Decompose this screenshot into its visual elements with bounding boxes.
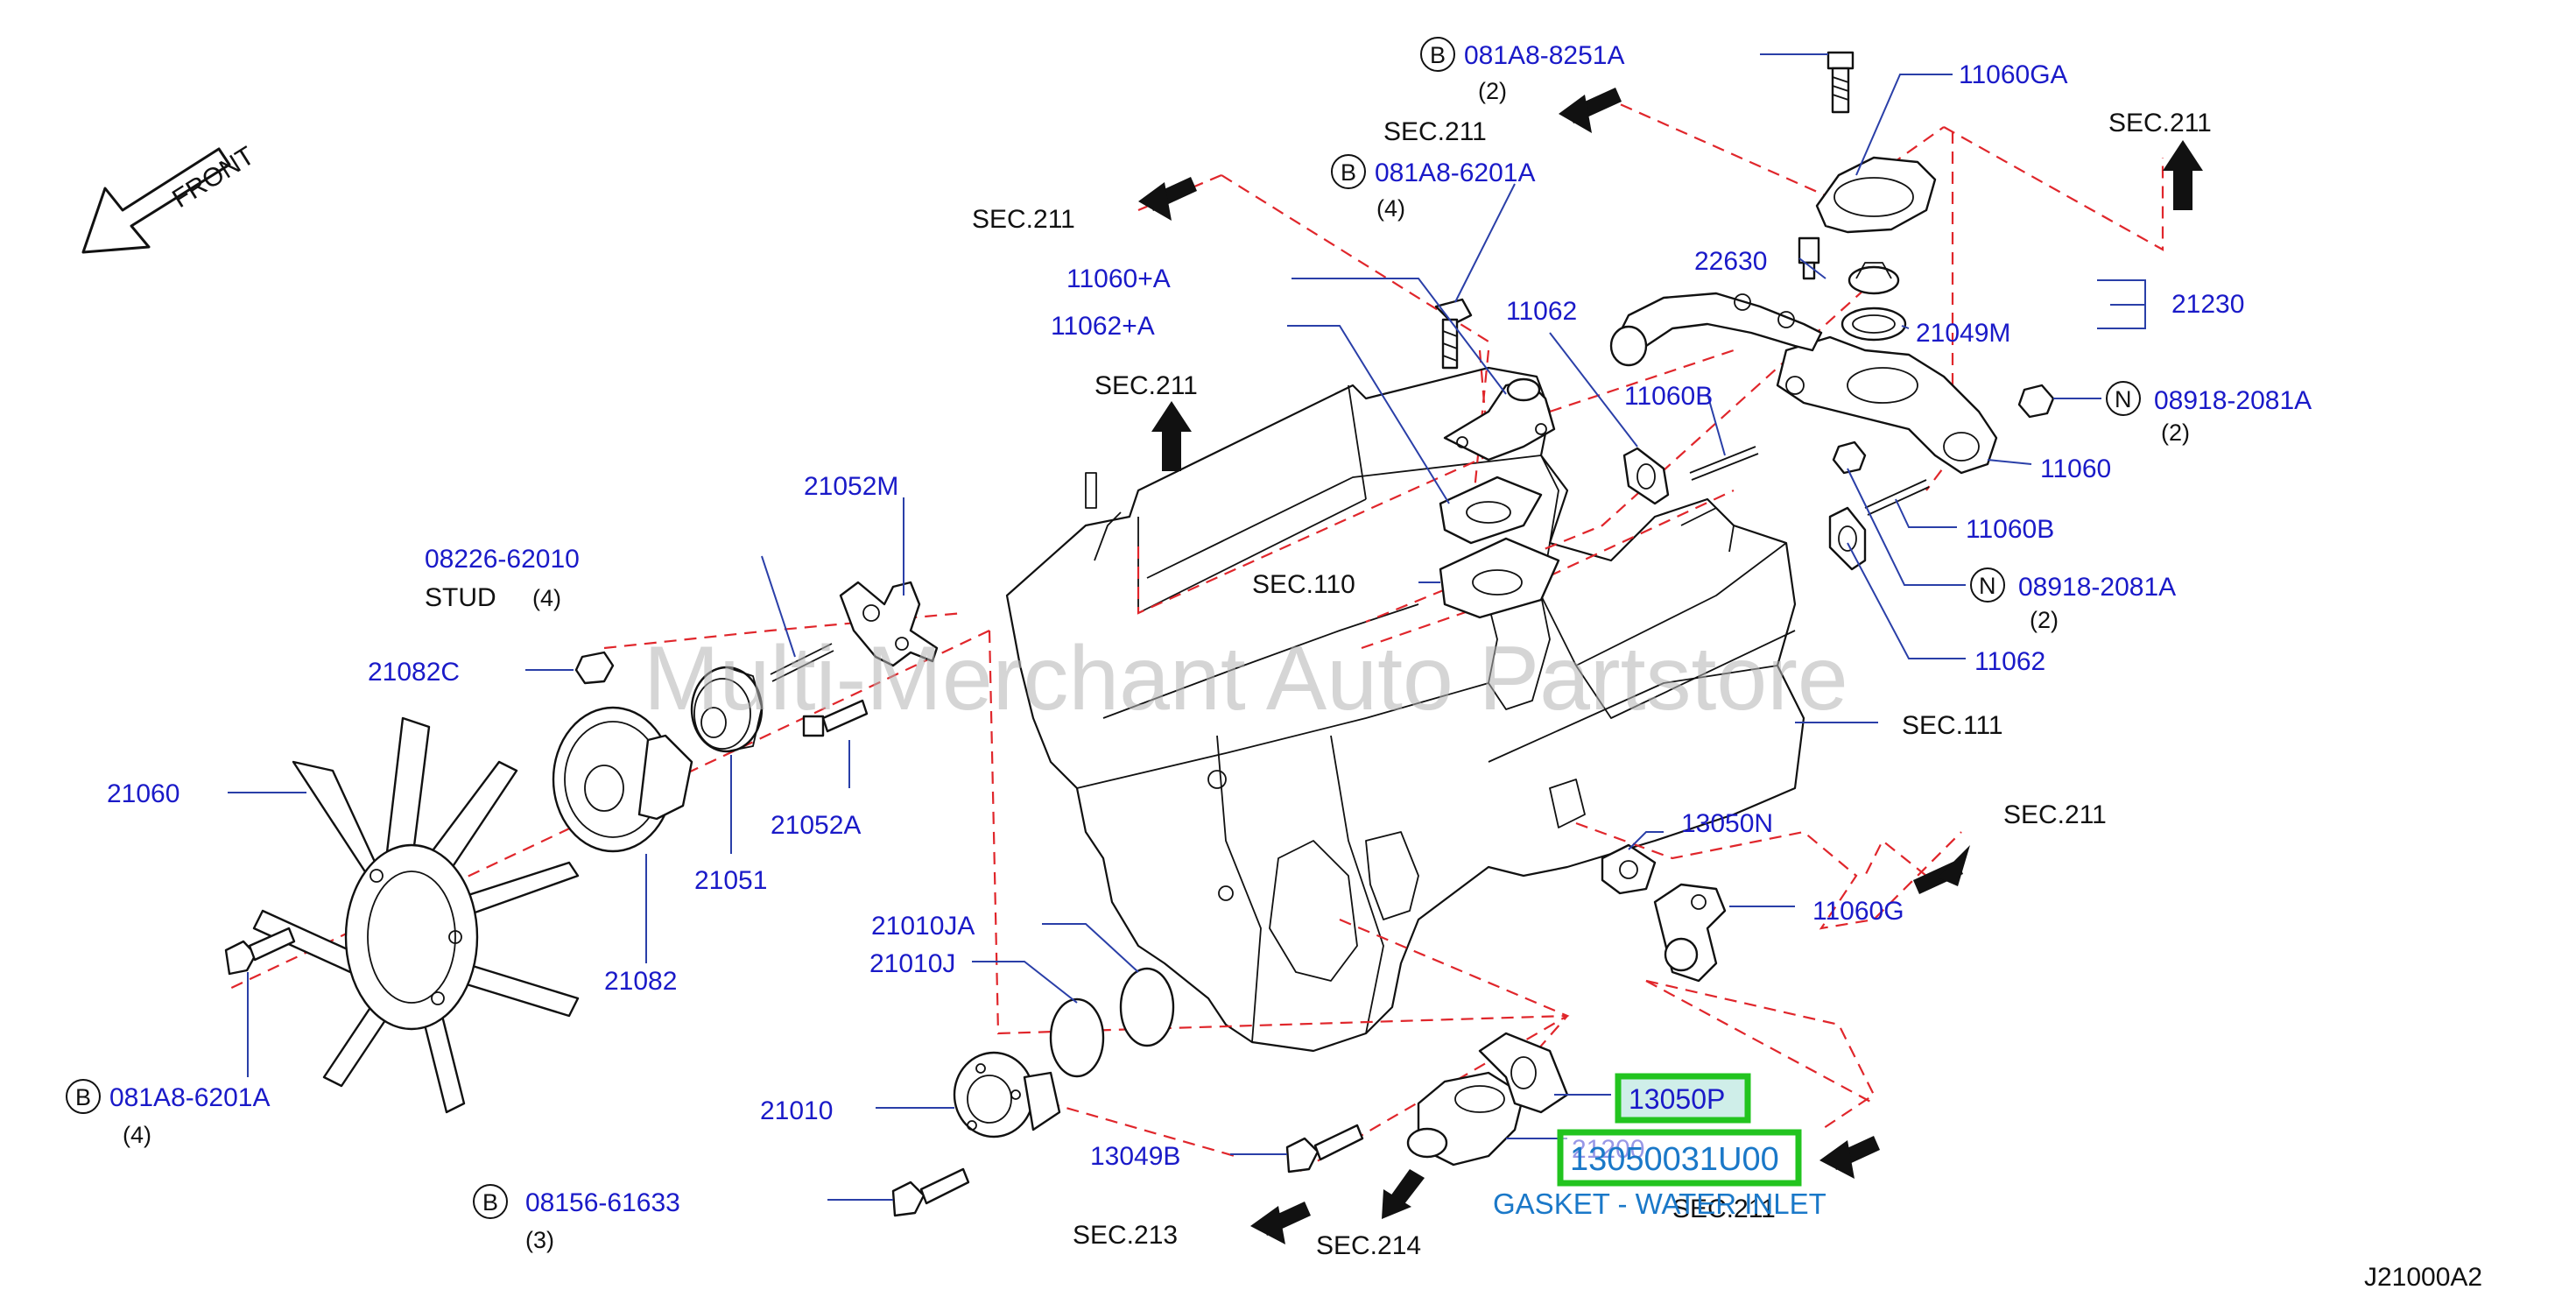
bolt-badge-b4: B — [473, 1184, 508, 1219]
thermostat-housing-group — [1609, 51, 2055, 571]
part-label[interactable]: 11060 — [2040, 455, 2111, 483]
part-label[interactable]: 21082 — [604, 967, 677, 996]
svg-text:B: B — [75, 1084, 91, 1110]
part-label[interactable]: 08226-62010 — [425, 545, 580, 574]
part-label[interactable]: 11062 — [1974, 647, 2045, 676]
stud-label: STUD — [425, 583, 496, 612]
section-labels: SEC.211 SEC.211 SEC.211 SEC.211 SEC.110 … — [972, 109, 2212, 1260]
part-label[interactable]: 11062 — [1506, 297, 1577, 326]
part-label[interactable]: 11060B — [1624, 382, 1713, 411]
part-label[interactable]: 081A8-6201A — [1375, 159, 1536, 187]
nut-badge-n2: N — [1970, 567, 2005, 603]
arrow-sec211-bottom — [1819, 1136, 1880, 1179]
highlight-description: GASKET - WATER INLET — [1493, 1188, 1826, 1220]
arrow-sec211-right-up — [2163, 140, 2203, 210]
qty-label: (4) — [123, 1122, 151, 1148]
svg-text:N: N — [1979, 573, 1996, 599]
highlight-box-13050031U00[interactable] — [1557, 1129, 1802, 1187]
leader-lines — [228, 53, 2146, 1201]
qty-label: (2) — [2161, 419, 2190, 446]
qty-label: (2) — [2030, 607, 2059, 633]
section-label[interactable]: SEC.213 — [1073, 1221, 1178, 1250]
part-label[interactable]: 11060B — [1966, 515, 2054, 544]
part-label[interactable]: 081A8-6201A — [109, 1083, 271, 1112]
highlight-part-13050P[interactable]: 13050P — [1629, 1083, 1725, 1115]
engine-block — [1005, 366, 1805, 1053]
section-label[interactable]: SEC.211 — [2003, 800, 2107, 829]
arrow-sec211-right — [1913, 845, 1970, 894]
part-label[interactable]: 21010JA — [871, 912, 975, 941]
section-label[interactable]: SEC.110 — [1252, 570, 1355, 599]
section-label[interactable]: SEC.211 — [1383, 117, 1487, 146]
section-arrows — [1138, 88, 2203, 1244]
arrow-sec214 — [1382, 1169, 1425, 1219]
arrow-sec211-mid — [1151, 401, 1192, 471]
bolt-badge-b3: B — [66, 1079, 101, 1114]
section-label[interactable]: SEC.211 — [2108, 109, 2212, 137]
highlight-box-13050P[interactable] — [1615, 1073, 1751, 1124]
part-label[interactable]: 13049B — [1090, 1142, 1180, 1171]
nut-badge-n1: N — [2106, 381, 2141, 416]
part-label[interactable]: 21082C — [368, 658, 460, 687]
part-label[interactable]: 21010 — [760, 1096, 833, 1125]
part-label[interactable]: 21051 — [694, 866, 767, 895]
arrow-sec213 — [1250, 1202, 1311, 1244]
part-label[interactable]: 21230 — [2171, 290, 2244, 319]
part-label[interactable]: 08156-61633 — [525, 1188, 680, 1217]
front-direction-indicator: FRONT — [81, 141, 259, 254]
part-label[interactable]: 21010J — [869, 949, 955, 978]
section-label[interactable]: SEC.111 — [1902, 711, 2003, 740]
part-label[interactable]: 11060G — [1812, 897, 1904, 926]
svg-text:N: N — [2115, 386, 2132, 412]
svg-text:B: B — [1430, 42, 1446, 68]
part-label[interactable]: 08918-2081A — [2154, 386, 2312, 415]
water-pump-lower-group — [891, 843, 1727, 1217]
svg-text:B: B — [482, 1189, 498, 1216]
water-inlet-upper-group — [1434, 298, 1560, 619]
part-label[interactable]: 21052A — [771, 811, 861, 840]
highlighted-part: 13050P 13050031U00 GASKET - WATER INLET — [1493, 1073, 1826, 1220]
svg-text:B: B — [1341, 159, 1356, 186]
section-label[interactable]: SEC.214 — [1316, 1231, 1421, 1260]
part-label[interactable]: 081A8-8251A — [1464, 41, 1625, 70]
part-labels: 081A8-8251A (2) 081A8-6201A (4) 11060GA … — [107, 41, 2312, 1253]
callout-badges: B B N N B B — [66, 37, 2141, 1219]
part-label[interactable]: 22630 — [1694, 247, 1767, 276]
qty-label: (2) — [1478, 78, 1507, 104]
bolt-badge-b1: B — [1420, 37, 1455, 72]
bolt-badge-b2: B — [1331, 154, 1366, 189]
arrow-sec211-left — [1138, 177, 1197, 221]
highlight-part-13050031U00[interactable]: 13050031U00 — [1570, 1141, 1779, 1178]
part-label[interactable]: 11060+A — [1066, 264, 1171, 293]
qty-label: (3) — [525, 1227, 554, 1253]
watermark: Multi-Merchant Auto Partstore — [644, 628, 1848, 730]
section-label[interactable]: SEC.211 — [1094, 371, 1198, 400]
fan-assembly — [224, 581, 939, 1114]
qty-label: (4) — [1376, 195, 1405, 222]
part-label[interactable]: 21060 — [107, 779, 179, 808]
part-label[interactable]: 11060GA — [1959, 60, 2068, 89]
section-label[interactable]: SEC.211 — [1672, 1195, 1776, 1223]
arrow-sec211-top — [1559, 88, 1622, 133]
part-label[interactable]: 21049M — [1916, 319, 2010, 348]
part-label[interactable]: 21052M — [804, 472, 898, 501]
drawing-code: J21000A2 — [2364, 1263, 2482, 1292]
part-label[interactable]: 11062+A — [1051, 312, 1155, 341]
part-label[interactable]: 13050N — [1681, 809, 1773, 838]
part-label[interactable]: 08918-2081A — [2018, 573, 2176, 602]
qty-label: (4) — [532, 585, 561, 611]
section-label[interactable]: SEC.211 — [972, 205, 1075, 234]
